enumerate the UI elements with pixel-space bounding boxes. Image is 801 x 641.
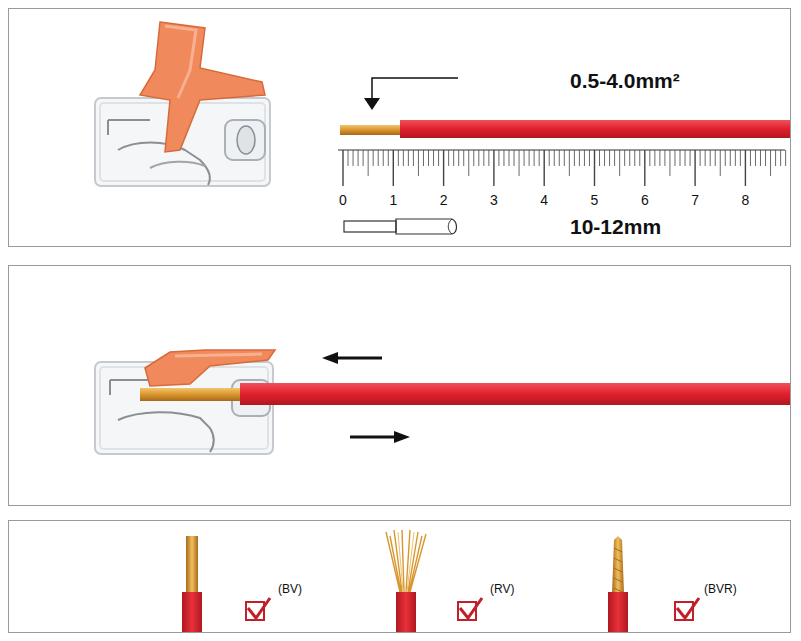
lever-connector	[95, 22, 270, 186]
ruler-number: 1	[389, 193, 397, 207]
ruler-number: 5	[591, 193, 599, 207]
insert-arrowhead	[322, 352, 338, 364]
red-wire	[400, 120, 790, 138]
pointer-arrow	[372, 78, 458, 102]
wire-size: 0.5-4.0mm²	[570, 70, 680, 91]
strip-length: 10-12mm	[570, 216, 661, 237]
stranded-wire	[608, 536, 628, 632]
strip-length-sketch	[344, 219, 457, 234]
flexible-wire	[386, 530, 426, 632]
copper-conductor	[340, 125, 404, 135]
ruler-number: 8	[742, 193, 750, 207]
pointer-arrowhead	[364, 98, 380, 110]
ruler-number: 7	[691, 193, 699, 207]
ruler-number: 4	[540, 193, 548, 207]
solid-wire	[182, 536, 202, 632]
red-wire	[240, 383, 790, 405]
check-box	[675, 598, 699, 620]
ruler-number: 6	[641, 193, 649, 207]
panel	[9, 9, 791, 247]
pull-arrow	[350, 436, 396, 439]
panel	[9, 266, 791, 506]
panel	[9, 521, 791, 633]
pull-arrowhead	[394, 431, 410, 443]
ruler-number: 0	[339, 193, 347, 207]
ruler-number: 3	[490, 193, 498, 207]
check-box	[458, 598, 482, 620]
insert-arrow	[336, 357, 382, 360]
ruler-number: 2	[440, 193, 448, 207]
wire-type: (BVR)	[704, 583, 737, 595]
ruler-scale	[338, 150, 786, 186]
wire-type: (RV)	[490, 583, 514, 595]
check-box	[246, 598, 270, 620]
wire-type: (BV)	[278, 583, 302, 595]
